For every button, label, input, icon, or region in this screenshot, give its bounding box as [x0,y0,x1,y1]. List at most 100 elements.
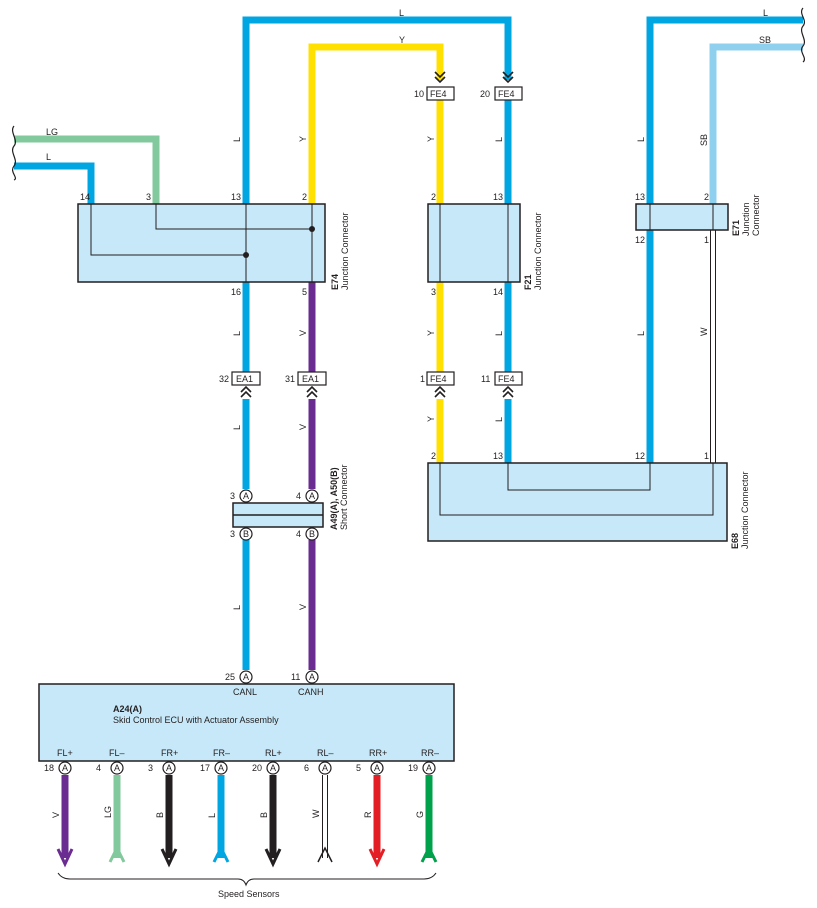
ecu-pin-letter: A [114,763,120,773]
sensor-wire-color-label: R [363,811,373,818]
ecu-signal-canl: CANL [233,687,257,697]
fe4-top-label-1: FE4 [430,89,447,99]
fe4-bottom-label-2: FE4 [498,374,515,384]
ecu-pin-signal: FR+ [161,748,178,758]
sc-code: A49(A), A50(B) [329,467,339,530]
label-w246: L [232,137,242,142]
label-f21-508: L [494,331,504,336]
e71-pin-2: 2 [704,192,709,202]
e71-name-line2: Connector [751,194,761,236]
label-fe4-440: Y [426,416,436,422]
fe4-top-label-2: FE4 [498,89,515,99]
e71-code: E71 [731,220,741,236]
sc-letter-a-1: A [243,491,249,501]
wires-layer [14,16,803,670]
e71-name-line1: Junction [741,202,751,236]
e74-name: Junction Connector [340,212,350,290]
ecu-name: Skid Control ECU with Actuator Assembly [113,715,279,725]
sc-letter-b-1: B [243,529,249,539]
label-f21-440: Y [426,330,436,336]
ecu-pin-letter: A [322,763,328,773]
sc-pin-3-top: 3 [230,491,235,501]
e68-code: E68 [730,533,740,549]
label-w440: Y [426,136,436,142]
ea1-pin-31: 31 [285,374,295,384]
ea1-label-2: EA1 [302,374,319,384]
ecu-pin-number: 4 [96,763,101,773]
sc-pin-3-bottom: 3 [230,529,235,539]
ecu-pin-signal: RL– [317,748,334,758]
ecu-pin-number: 18 [44,763,54,773]
label-left-L: L [46,152,51,162]
speed-sensors-brace: Speed Sensors [57,872,437,899]
ecu-pin-number: 3 [148,763,153,773]
sensor-arrow-icon [420,844,438,863]
ecu-pin-25: 25 [225,672,235,682]
label-ea1-246: L [232,425,242,430]
sensor-arrow-icon [212,844,230,863]
sensor-wire-color-label: W [311,809,321,818]
sensor-wire-color-label: V [51,812,61,818]
label-ea1-312: V [298,424,308,430]
e74-pin-2: 2 [302,192,307,202]
label-top-L: L [399,8,404,18]
wire-L-right-top [646,16,803,204]
speed-sensors-label: Speed Sensors [218,889,280,899]
sc-letter-a-2: A [309,491,315,501]
ecu-pin-signal: RR– [421,748,439,758]
e71-junction-connector: 13 2 12 1 E71 Junction Connector [635,192,761,245]
label-e71-713: W [699,327,709,336]
e71-pin-12: 12 [635,235,645,245]
f21-junction-connector: 2 13 3 14 F21 Junction Connector [427,192,543,297]
label-fe4-508: L [494,417,504,422]
e68-pin-13: 13 [493,451,503,461]
e74-pin-14: 14 [80,192,90,202]
e74-pin-5: 5 [302,287,307,297]
label-e71-650: L [636,331,646,336]
fe4-bottom-pin-11: 11 [481,374,490,384]
ecu-pin-letter: A [62,763,68,773]
label-top-Y: Y [399,35,405,45]
sensor-arrow-icon [160,848,178,868]
label-sc-246: L [232,605,242,610]
ecu-top-letter-1: A [243,672,249,682]
sensor-arrow-icon [264,848,282,868]
ecu-pin-number: 17 [200,763,210,773]
wire-SB-right-top [709,43,803,204]
label-e74-246: L [232,331,242,336]
fe4-bottom-connector: FE4 FE4 1 11 [420,371,523,398]
wire-break-marks [11,7,806,181]
e68-name: Junction Connector [740,471,750,549]
ea1-pin-32: 32 [219,374,229,384]
ecu-top-letter-2: A [309,672,315,682]
ecu-pin-letter: A [218,763,224,773]
wire-Y-top-loop [308,43,444,204]
wire-labels: L Y L SB LG L L Y Y L L SB L V Y L L W L… [46,8,771,610]
label-sc-312: V [298,604,308,610]
fe4-top-pin-20: 20 [480,89,490,99]
e68-pin-1: 1 [704,451,709,461]
sensor-wire-color-label: L [207,813,217,818]
f21-name: Junction Connector [533,212,543,290]
e74-pin-16: 16 [231,287,241,297]
label-w713: SB [699,134,709,146]
fe4-top-pin-10: 10 [414,89,424,99]
ecu-pin-11: 11 [291,672,300,682]
label-top-right-L: L [763,8,768,18]
ea1-label-1: EA1 [236,374,253,384]
e74-code: E74 [330,274,340,290]
ecu-pin-signal: RR+ [369,748,387,758]
f21-pin-14: 14 [493,287,503,297]
ecu-pin-letter: A [166,763,172,773]
ecu-pin-signal: FL– [109,748,125,758]
sc-pin-4-bottom: 4 [296,529,301,539]
sc-pin-4-top: 4 [296,491,301,501]
label-left-LG: LG [46,127,58,137]
